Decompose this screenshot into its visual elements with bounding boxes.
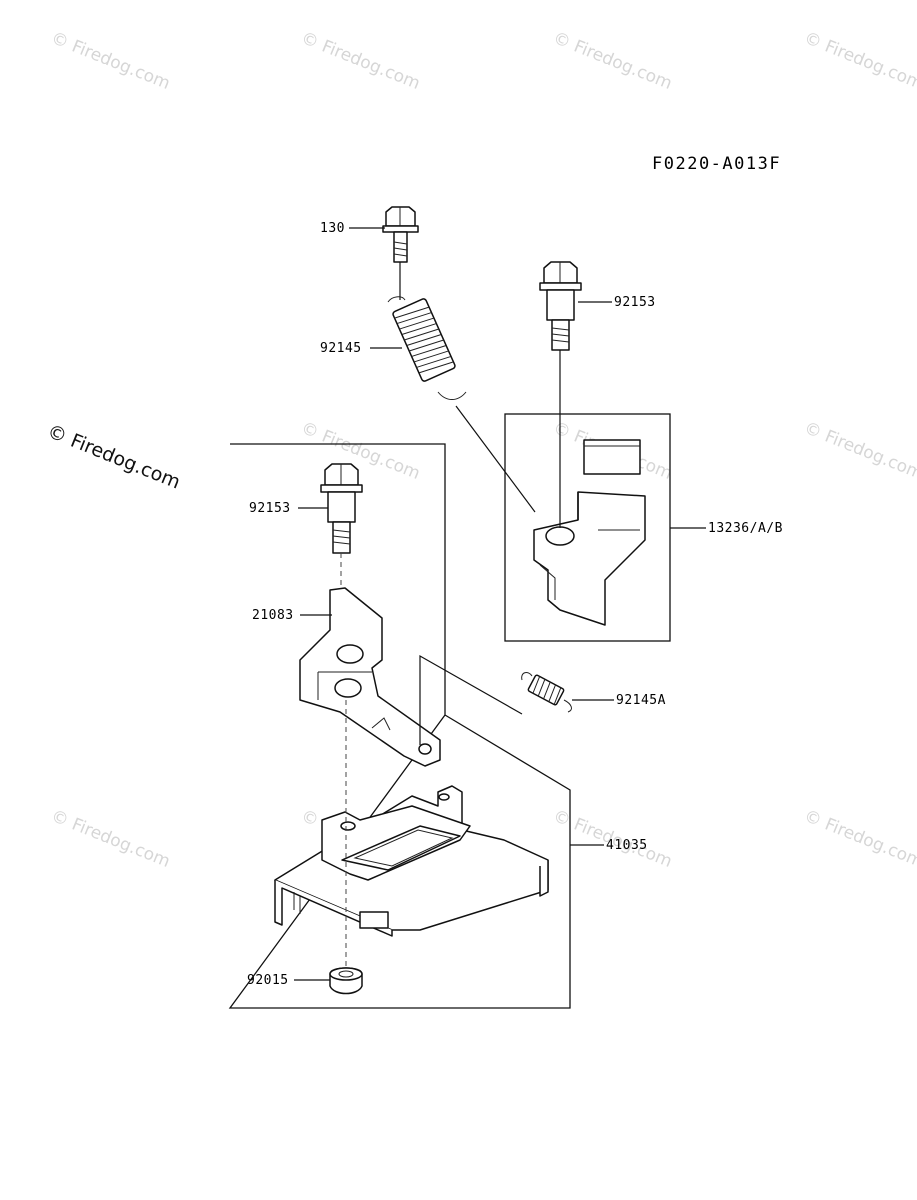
watermark-grid: © Firedog.com © Firedog.com © Firedog.co…: [48, 28, 917, 872]
label-92153-left[interactable]: 92153: [249, 501, 291, 516]
bolt-92153-left-part[interactable]: [320, 463, 363, 554]
watermark: © Firedog.com: [298, 418, 423, 484]
bolt-92153-right-part[interactable]: [539, 261, 582, 351]
spring-92145A-part[interactable]: [521, 672, 572, 713]
lever-assy-13236-part[interactable]: [533, 439, 646, 626]
label-13236[interactable]: 13236/A/B: [708, 521, 783, 536]
label-21083[interactable]: 21083: [252, 608, 294, 623]
label-130[interactable]: 130: [320, 221, 345, 236]
nut-92015-part[interactable]: [329, 967, 363, 995]
watermark: © Firedog.com: [48, 28, 173, 94]
watermark: © Firedog.com: [801, 28, 917, 94]
label-92145[interactable]: 92145: [320, 341, 362, 356]
spring-92145-part[interactable]: [387, 296, 467, 400]
label-92153-right[interactable]: 92153: [614, 295, 656, 310]
label-41035[interactable]: 41035: [606, 838, 648, 853]
main-assembly-box: [228, 443, 571, 1009]
label-92015[interactable]: 92015: [247, 973, 289, 988]
watermark: © Firedog.com: [48, 806, 173, 872]
plate-41035-part[interactable]: [274, 785, 549, 937]
label-92145A[interactable]: 92145A: [616, 693, 666, 708]
lever-bracket-21083-part[interactable]: [299, 587, 441, 767]
bolt-130-part[interactable]: [382, 206, 419, 263]
watermark-main: © Firedog.com: [44, 420, 183, 493]
watermark: © Firedog.com: [801, 418, 917, 484]
assembly-lines: [340, 262, 561, 968]
watermark: © Firedog.com: [298, 28, 423, 94]
watermark: © Firedog.com: [550, 28, 675, 94]
diagram-code: F0220-A013F: [652, 154, 781, 174]
watermark: © Firedog.com: [801, 806, 917, 872]
